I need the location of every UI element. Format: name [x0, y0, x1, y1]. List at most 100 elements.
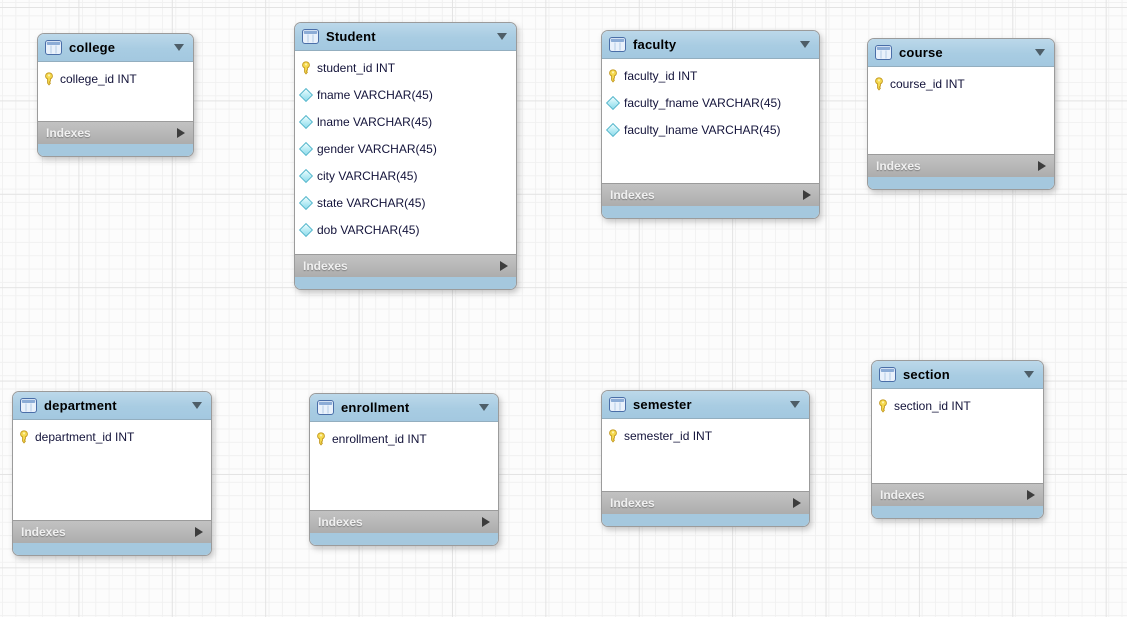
table-department[interactable]: department department_id INT Indexes [12, 391, 212, 556]
indexes-section[interactable]: Indexes [295, 254, 516, 277]
collapse-arrow-icon[interactable] [1035, 49, 1045, 56]
indexes-section[interactable]: Indexes [868, 154, 1054, 177]
expand-arrow-icon[interactable] [500, 261, 508, 271]
expand-arrow-icon[interactable] [177, 128, 185, 138]
column-label: enrollment_id INT [332, 431, 427, 446]
column-row[interactable]: student_id INT [295, 54, 516, 81]
table-title: department [44, 398, 117, 413]
indexes-label: Indexes [46, 126, 91, 140]
table-header[interactable]: department [13, 392, 211, 420]
column-label: lname VARCHAR(45) [317, 114, 433, 129]
primary-key-icon [879, 398, 887, 413]
indexes-section[interactable]: Indexes [602, 183, 819, 206]
column-label: department_id INT [35, 429, 135, 444]
column-label: state VARCHAR(45) [317, 195, 426, 210]
table-header[interactable]: course [868, 39, 1054, 67]
column-row[interactable]: city VARCHAR(45) [295, 162, 516, 189]
table-section[interactable]: section section_id INT Indexes [871, 360, 1044, 519]
column-row[interactable]: course_id INT [868, 70, 1054, 97]
expand-arrow-icon[interactable] [195, 527, 203, 537]
expand-arrow-icon[interactable] [1027, 490, 1035, 500]
column-row[interactable]: enrollment_id INT [310, 425, 498, 452]
table-title: Student [326, 29, 376, 44]
column-row[interactable]: gender VARCHAR(45) [295, 135, 516, 162]
column-row[interactable]: college_id INT [38, 65, 193, 92]
table-icon [879, 367, 896, 382]
table-title: enrollment [341, 400, 410, 415]
table-header[interactable]: Student [295, 23, 516, 51]
column-row[interactable]: faculty_id INT [602, 62, 819, 89]
columns-list: section_id INT [872, 389, 1043, 483]
table-header[interactable]: semester [602, 391, 809, 419]
column-label: faculty_lname VARCHAR(45) [624, 122, 781, 137]
table-header[interactable]: enrollment [310, 394, 498, 422]
columns-list: semester_id INT [602, 419, 809, 491]
table-header[interactable]: college [38, 34, 193, 62]
table-footer-bar [602, 206, 819, 218]
table-icon [609, 397, 626, 412]
column-label: fname VARCHAR(45) [317, 87, 433, 102]
table-icon [302, 29, 319, 44]
collapse-arrow-icon[interactable] [174, 44, 184, 51]
primary-key-icon [302, 60, 310, 75]
table-enrollment[interactable]: enrollment enrollment_id INT Indexes [309, 393, 499, 546]
table-college[interactable]: college college_id INT Indexes [37, 33, 194, 157]
indexes-label: Indexes [303, 259, 348, 273]
expand-arrow-icon[interactable] [1038, 161, 1046, 171]
columns-list: faculty_id INT faculty_fname VARCHAR(45)… [602, 59, 819, 183]
indexes-label: Indexes [610, 496, 655, 510]
table-icon [875, 45, 892, 60]
table-footer-bar [310, 533, 498, 545]
expand-arrow-icon[interactable] [482, 517, 490, 527]
collapse-arrow-icon[interactable] [497, 33, 507, 40]
collapse-arrow-icon[interactable] [1024, 371, 1034, 378]
indexes-section[interactable]: Indexes [602, 491, 809, 514]
column-row[interactable]: dob VARCHAR(45) [295, 216, 516, 243]
indexes-label: Indexes [318, 515, 363, 529]
column-label: faculty_fname VARCHAR(45) [624, 95, 782, 110]
column-row[interactable]: semester_id INT [602, 422, 809, 449]
attribute-icon [298, 114, 314, 129]
table-student[interactable]: Student student_id INT fname VARCHAR(45)… [294, 22, 517, 290]
column-row[interactable]: faculty_fname VARCHAR(45) [602, 89, 819, 116]
collapse-arrow-icon[interactable] [192, 402, 202, 409]
expand-arrow-icon[interactable] [793, 498, 801, 508]
primary-key-icon [609, 428, 617, 443]
primary-key-icon [20, 429, 28, 444]
collapse-arrow-icon[interactable] [479, 404, 489, 411]
table-semester[interactable]: semester semester_id INT Indexes [601, 390, 810, 527]
collapse-arrow-icon[interactable] [790, 401, 800, 408]
indexes-section[interactable]: Indexes [13, 520, 211, 543]
column-label: semester_id INT [624, 428, 713, 443]
column-row[interactable]: department_id INT [13, 423, 211, 450]
column-label: city VARCHAR(45) [317, 168, 418, 183]
column-row[interactable]: section_id INT [872, 392, 1043, 419]
column-row[interactable]: lname VARCHAR(45) [295, 108, 516, 135]
expand-arrow-icon[interactable] [803, 190, 811, 200]
table-icon [609, 37, 626, 52]
columns-list: college_id INT [38, 62, 193, 121]
column-label: course_id INT [890, 76, 965, 91]
table-icon [317, 400, 334, 415]
table-course[interactable]: course course_id INT Indexes [867, 38, 1055, 190]
columns-list: student_id INT fname VARCHAR(45) lname V… [295, 51, 516, 254]
indexes-label: Indexes [21, 525, 66, 539]
indexes-section[interactable]: Indexes [310, 510, 498, 533]
table-title: semester [633, 397, 692, 412]
table-footer-bar [868, 177, 1054, 189]
column-row[interactable]: fname VARCHAR(45) [295, 81, 516, 108]
column-row[interactable]: state VARCHAR(45) [295, 189, 516, 216]
primary-key-icon [317, 431, 325, 446]
indexes-section[interactable]: Indexes [38, 121, 193, 144]
table-title: section [903, 367, 950, 382]
table-header[interactable]: section [872, 361, 1043, 389]
column-row[interactable]: faculty_lname VARCHAR(45) [602, 116, 819, 143]
table-footer-bar [872, 506, 1043, 518]
table-header[interactable]: faculty [602, 31, 819, 59]
attribute-icon [605, 122, 621, 137]
indexes-section[interactable]: Indexes [872, 483, 1043, 506]
table-faculty[interactable]: faculty faculty_id INT faculty_fname VAR… [601, 30, 820, 219]
collapse-arrow-icon[interactable] [800, 41, 810, 48]
column-label: section_id INT [894, 398, 971, 413]
